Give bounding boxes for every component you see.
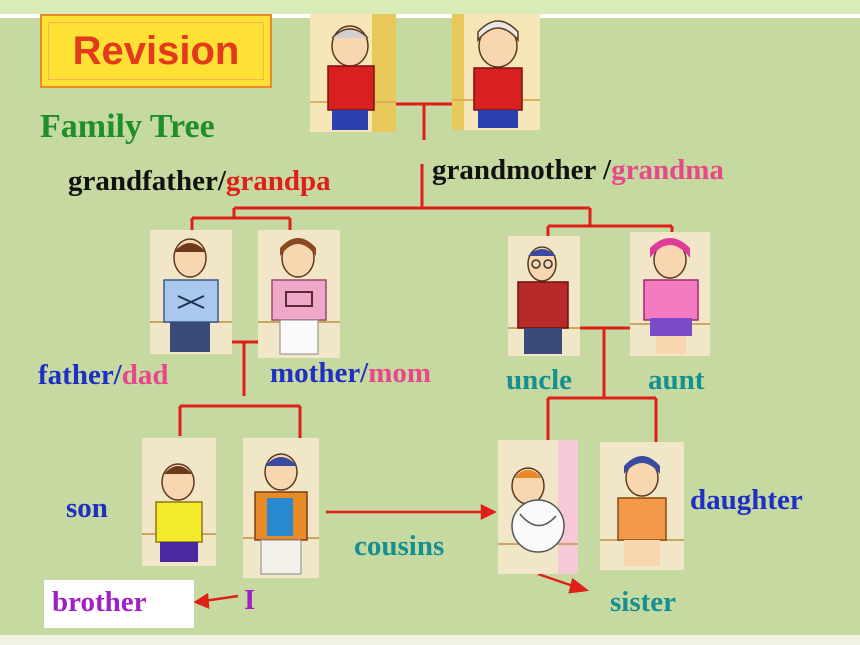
sister-label: sister (610, 586, 677, 618)
brother-arrow-line (203, 594, 239, 603)
brother-arrow-head (193, 592, 210, 609)
aunt-card (630, 232, 710, 356)
me-card (243, 438, 319, 578)
grandpa-word: grandpa (225, 165, 331, 197)
uncle-card (508, 236, 580, 356)
sister-arrow-head (568, 577, 590, 594)
grandmother-label: grandmother /grandma (432, 156, 724, 185)
uncle-sweater (517, 281, 569, 329)
son-label: son (66, 492, 108, 524)
father-word: father/ (38, 359, 122, 391)
grandfather-jacket (327, 65, 375, 111)
aunt-top (643, 279, 699, 321)
cousins-label: cousins (354, 530, 445, 562)
brother-label-box (44, 580, 194, 628)
son-card (142, 438, 216, 566)
sister-arrow-line (537, 572, 577, 589)
subtitle: Family Tree (40, 108, 215, 145)
title-box: Revision (40, 14, 272, 88)
grandma-word: grandma (611, 154, 724, 186)
mother-word: mother/ (270, 357, 369, 389)
mother-label: mother/mom (270, 359, 431, 388)
grandmother-jacket (473, 67, 523, 111)
cousin-boy-card (498, 440, 578, 574)
top-band (0, 0, 860, 14)
grandfather-card (310, 14, 396, 132)
brother-label: brother (52, 586, 147, 618)
father-card (150, 230, 232, 354)
daughter-label: daughter (690, 484, 803, 516)
bottom-band (0, 635, 860, 645)
dad-word: dad (121, 359, 169, 391)
grandfather-label: grandfather/grandpa (68, 167, 331, 196)
cousin-girl-top (617, 497, 667, 541)
grandmother-word: grandmother / (432, 154, 612, 186)
mother-card (258, 230, 340, 358)
mother-shirt (271, 279, 327, 321)
grandfather-word: grandfather/ (68, 165, 226, 197)
cousin-girl-card (600, 442, 684, 570)
mom-word: mom (368, 357, 432, 389)
me-label: I (244, 584, 256, 616)
uncle-label: uncle (506, 364, 573, 396)
cousins-arrow-head (480, 503, 497, 521)
son-shirt (155, 501, 203, 543)
aunt-label: aunt (648, 364, 705, 396)
father-label: father/dad (38, 361, 169, 390)
page-title: Revision (48, 22, 264, 80)
grandmother-card (452, 14, 540, 130)
